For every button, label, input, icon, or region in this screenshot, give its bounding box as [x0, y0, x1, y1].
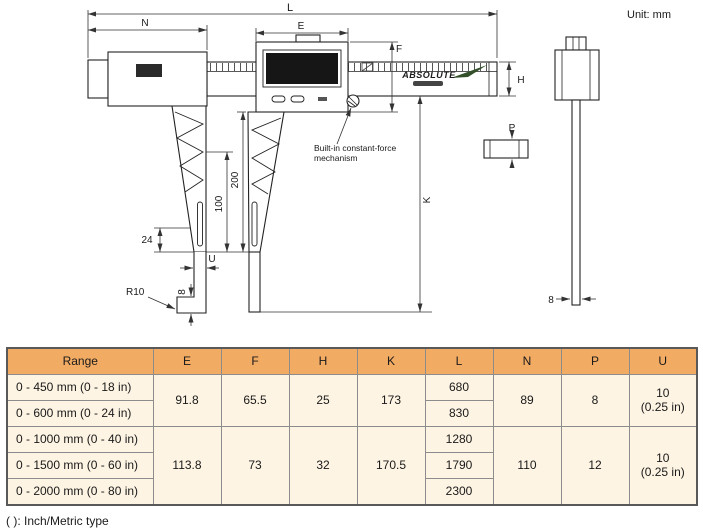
front-view [87, 34, 498, 314]
coolant-proof-logo [413, 81, 443, 86]
r10-leader [147, 296, 176, 310]
beam [206, 61, 498, 97]
dim-N-label: N [141, 18, 148, 29]
col-header-f: F [220, 347, 290, 375]
dim-P-label: P [509, 123, 516, 134]
dim-H-label: H [517, 75, 524, 86]
cell-range: 0 - 1000 mm (0 - 40 in) [6, 426, 154, 453]
footnote: ( ): Inch/Metric type [6, 514, 109, 528]
cell-p: 8 [560, 374, 630, 427]
col-header-range: Range [6, 347, 154, 375]
cell-u-inch: (0.25 in) [640, 464, 685, 479]
left-jaw-slot [197, 201, 203, 247]
display-logo-mark [318, 97, 327, 101]
right-jaw-slot [251, 201, 258, 247]
left-end-cap [87, 59, 109, 99]
right-jaw-tip [248, 251, 261, 313]
col-header-n: N [492, 347, 562, 375]
cell-u: 10 (0.25 in) [628, 426, 698, 506]
left-jaw-tip [176, 252, 207, 314]
cell-f: 73 [220, 426, 290, 506]
annotation-line1: Built-in constant-force [314, 143, 396, 153]
left-jaw-lattice [174, 111, 205, 193]
depth-rod [483, 139, 529, 159]
dim-200-label: 200 [230, 171, 241, 188]
cell-u-value: 10 [656, 450, 670, 465]
dim-K-label: K [422, 196, 433, 203]
dim-8-tip-label: 8 [177, 289, 188, 295]
dimension-labels: L N E F H K 200 100 24 U 8 R10 8 P [126, 2, 554, 306]
dim-24-label: 24 [141, 235, 153, 246]
dim-100-label: 100 [214, 195, 225, 212]
col-header-u: U [628, 347, 698, 375]
cell-e: 91.8 [152, 374, 222, 427]
dim-L-label: L [287, 2, 293, 14]
side-blade [571, 99, 581, 306]
col-header-l: L [424, 347, 494, 375]
lcd-screen [266, 53, 338, 84]
absolute-logo: ABSOLUTE [401, 70, 456, 80]
cell-f: 65.5 [220, 374, 290, 427]
col-header-e: E [152, 347, 222, 375]
cell-p: 12 [560, 426, 630, 506]
side-clamp [565, 36, 587, 51]
cell-range: 0 - 450 mm (0 - 18 in) [6, 374, 154, 401]
swoosh-icon [451, 65, 487, 78]
right-jaw-lattice [250, 117, 282, 195]
cell-l: 680 [424, 374, 494, 401]
dim-E-label: E [298, 21, 305, 32]
display-button-right [290, 95, 305, 103]
dim-F-label: F [396, 44, 402, 55]
cell-range: 0 - 600 mm (0 - 24 in) [6, 400, 154, 427]
col-header-p: P [560, 347, 630, 375]
cell-l: 1790 [424, 452, 494, 479]
cell-range: 0 - 1500 mm (0 - 60 in) [6, 452, 154, 479]
cell-k: 173 [356, 374, 426, 427]
cell-k: 170.5 [356, 426, 426, 506]
table-row: 0 - 450 mm (0 - 18 in) 91.8 65.5 25 173 … [6, 374, 698, 427]
display-top-tab [295, 34, 321, 43]
table-row: 0 - 1000 mm (0 - 40 in) 113.8 73 32 170.… [6, 426, 698, 506]
cell-u: 10 (0.25 in) [628, 374, 698, 427]
head-label-plate [136, 64, 162, 77]
ip-rating-icon [361, 62, 374, 72]
cell-n: 89 [492, 374, 562, 427]
cell-n: 110 [492, 426, 562, 506]
col-header-h: H [288, 347, 358, 375]
dim-8-blade-label: 8 [548, 295, 554, 306]
cell-l: 1280 [424, 426, 494, 453]
technical-drawing: ABSOLUTE [87, 2, 671, 326]
cell-e: 113.8 [152, 426, 222, 506]
cell-u-inch: (0.25 in) [640, 399, 685, 414]
header-row: Range E F H K L N P U [6, 347, 698, 375]
unit-label: Unit: mm [627, 9, 671, 21]
annotation-line2: mechanism [314, 153, 357, 163]
cell-range: 0 - 2000 mm (0 - 80 in) [6, 478, 154, 506]
cell-h: 25 [288, 374, 358, 427]
cell-h: 32 [288, 426, 358, 506]
display-button-left [271, 95, 286, 103]
table-row: 0 - 2000 mm (0 - 80 in) 2300 [6, 478, 697, 506]
annotation-leader [336, 107, 352, 145]
cell-u-value: 10 [656, 385, 670, 400]
cell-l: 830 [424, 400, 494, 427]
spec-table: Range E F H K L N P U 0 - 450 mm (0 - 18… [6, 347, 698, 506]
head-block [107, 51, 208, 107]
col-header-k: K [356, 347, 426, 375]
cell-l: 2300 [424, 478, 494, 506]
dim-U-label: U [208, 254, 215, 265]
dim-R10-label: R10 [126, 287, 145, 298]
table-row: 0 - 1500 mm (0 - 60 in) 1790 [6, 452, 697, 479]
dimension-lines [87, 10, 596, 326]
side-view [483, 36, 600, 306]
